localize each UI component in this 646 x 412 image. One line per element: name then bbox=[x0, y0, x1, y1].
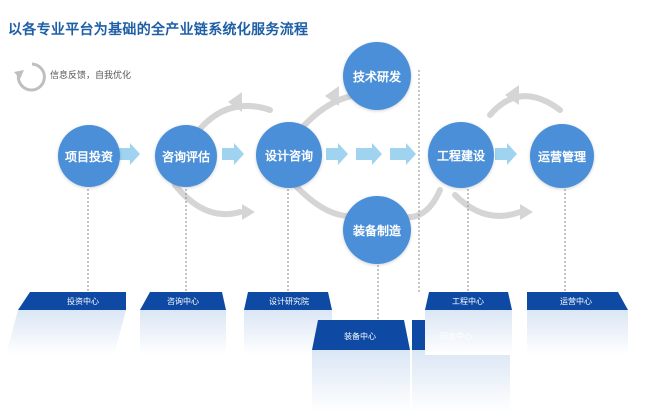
node-engineering-construction: 工程建设 bbox=[428, 122, 494, 188]
node-tech-research: 技术研发 bbox=[343, 42, 411, 110]
cycle-arrows-icon bbox=[14, 62, 46, 92]
platform-investment-center: 投资中心 bbox=[67, 297, 99, 306]
feedback-arrowheads bbox=[228, 85, 533, 223]
platform-consulting-center: 咨询中心 bbox=[167, 297, 199, 306]
feedback-label: 信息反馈，自我优化 bbox=[50, 71, 132, 81]
platform-engineering-center: 工程中心 bbox=[452, 297, 484, 306]
node-operation-management: 运营管理 bbox=[530, 124, 594, 188]
node-project-investment: 项目投资 bbox=[58, 125, 120, 187]
platform-equipment-center: 装备中心 bbox=[344, 332, 376, 341]
node-consulting-evaluation: 咨询评估 bbox=[155, 125, 217, 187]
page-title: 以各专业平台为基础的全产业链系统化服务流程 bbox=[8, 22, 309, 38]
node-design-consulting: 设计咨询 bbox=[256, 122, 322, 188]
platform-blocks bbox=[6, 292, 628, 412]
platform-rd-center: 研发中心 bbox=[440, 332, 472, 341]
node-equipment-manufacturing: 装备制造 bbox=[343, 196, 411, 264]
dotted-connectors bbox=[87, 70, 566, 320]
forward-arrows bbox=[118, 143, 517, 165]
platform-operation-center: 运营中心 bbox=[560, 297, 592, 306]
platform-design-institute: 设计研究院 bbox=[269, 297, 309, 306]
